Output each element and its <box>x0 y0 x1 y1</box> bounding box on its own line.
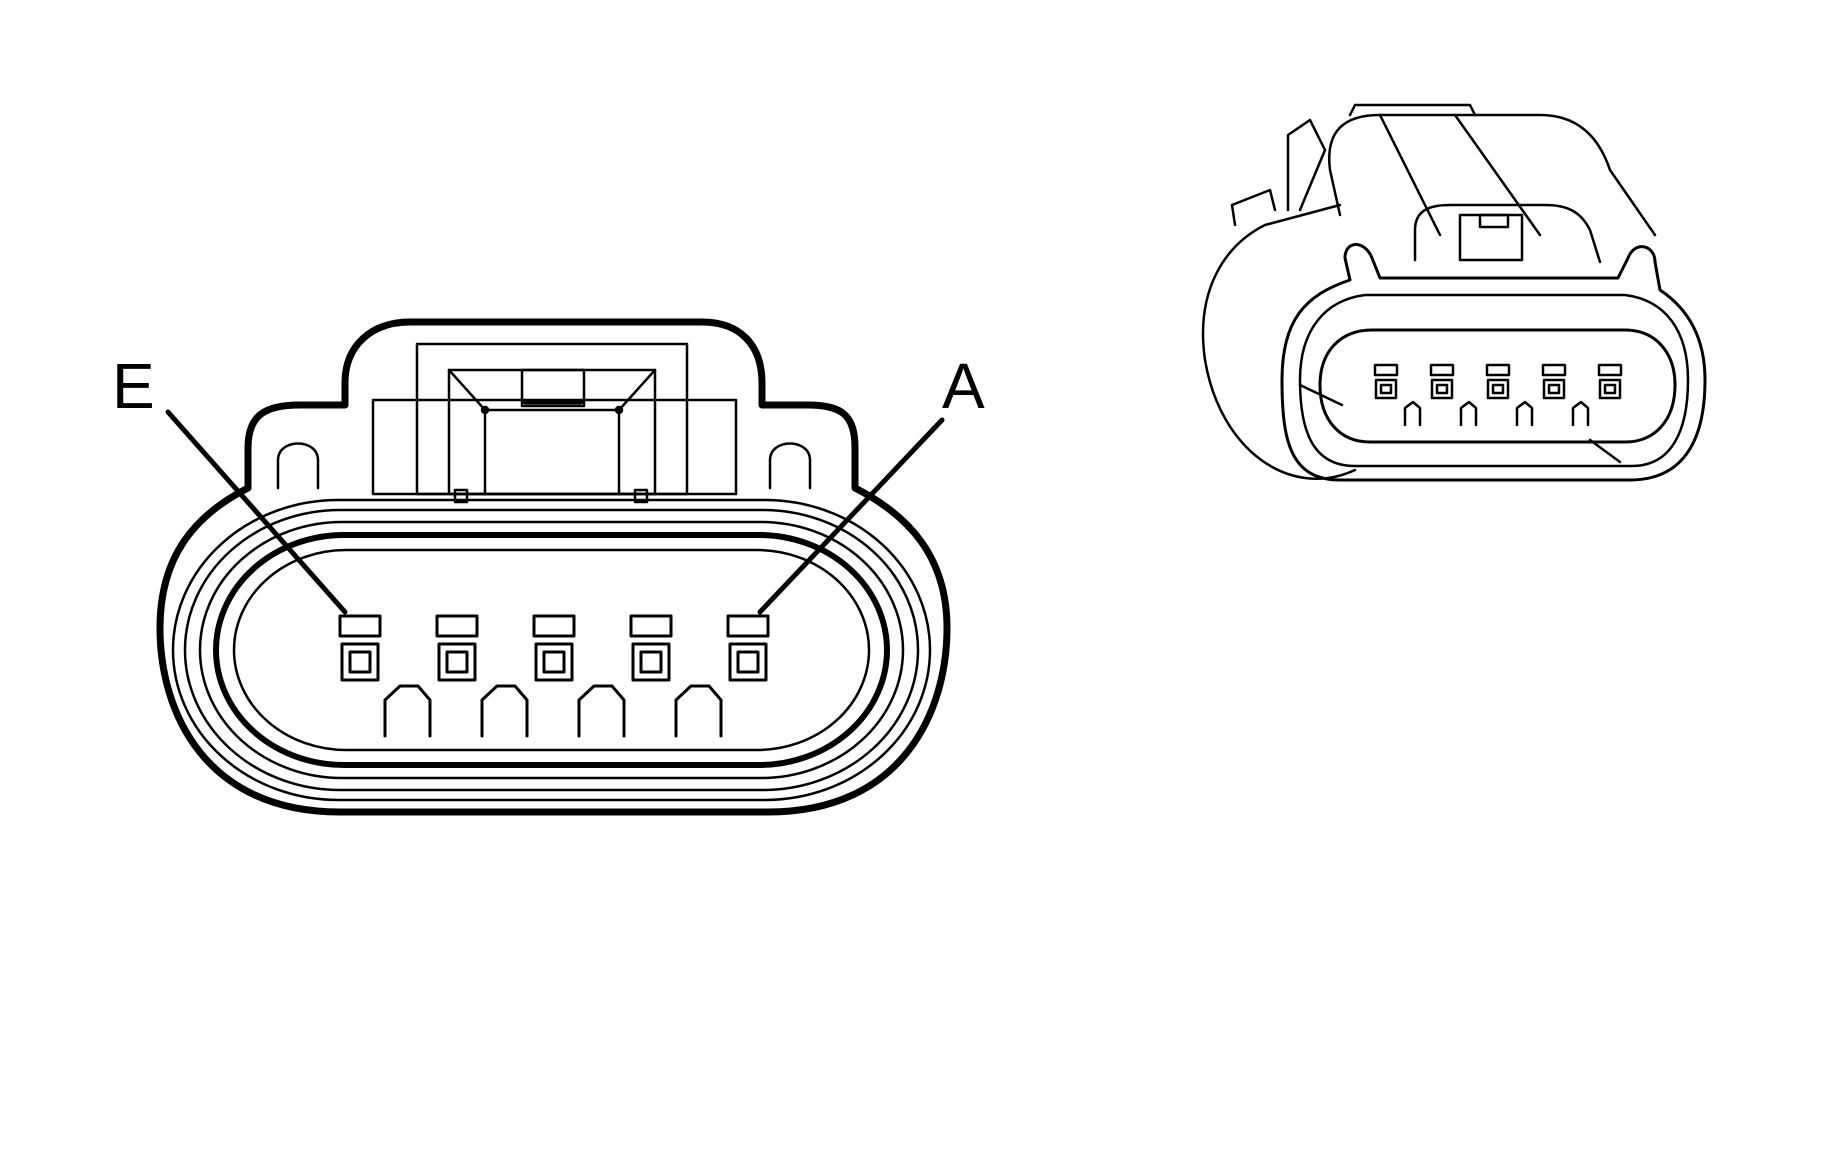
rear-tab <box>1230 188 1277 227</box>
seal-ring-2 <box>183 508 920 792</box>
cavity-e-inner <box>348 650 372 674</box>
pin-label-a: A <box>942 350 985 422</box>
terminal-window-c <box>532 614 576 638</box>
cavity-b-inner <box>639 650 663 674</box>
keying-ribs <box>383 684 723 738</box>
right-ear <box>768 442 812 490</box>
seal-ring-5 <box>232 548 871 752</box>
latch-lock-tab <box>520 368 586 408</box>
cavity-c-inner <box>542 650 566 674</box>
leader-line-e <box>165 409 348 615</box>
front-terminal-opening <box>1318 328 1677 444</box>
key-rib-1 <box>383 684 432 738</box>
terminal-window-b <box>629 614 673 638</box>
latch-right-ramp <box>617 368 657 496</box>
cavity-a-inner <box>736 650 760 674</box>
connector-face-view <box>156 318 951 816</box>
iso-keying-ribs <box>1403 400 1590 427</box>
latch-left-ramp <box>447 368 487 496</box>
key-rib-4 <box>674 684 723 738</box>
left-ear <box>276 442 320 490</box>
terminal-upper-windows <box>338 614 770 638</box>
connector-isometric-view <box>1201 103 1707 482</box>
cavity-a-outer <box>728 642 768 682</box>
front-seal-ring <box>1298 293 1690 468</box>
cavity-b-outer <box>631 642 671 682</box>
cavity-d-outer <box>437 642 477 682</box>
housing-outline <box>156 318 951 816</box>
top-latch-shell <box>1328 113 1657 237</box>
latch-base <box>371 398 738 496</box>
cavity-e-outer <box>340 642 380 682</box>
pin-label-e: E <box>112 350 155 422</box>
rear-top-block <box>1286 118 1327 212</box>
seal-ring-1 <box>171 498 932 802</box>
terminal-window-a <box>726 614 770 638</box>
latch-outer-frame <box>415 342 689 496</box>
iso-terminal-windows <box>1373 363 1623 377</box>
rear-body <box>1201 203 1357 480</box>
latch-lock-body <box>447 368 657 496</box>
terminal-window-d <box>435 614 479 638</box>
front-shell <box>1280 243 1707 482</box>
cavity-d-inner <box>445 650 469 674</box>
latch-window <box>1413 203 1602 264</box>
leader-line-a <box>757 417 945 615</box>
key-rib-3 <box>577 684 626 738</box>
key-rib-2 <box>480 684 529 738</box>
seal-ring-4 <box>213 532 890 768</box>
cavity-c-outer <box>534 642 574 682</box>
latch-button <box>1458 213 1524 262</box>
seal-ring-3 <box>198 520 905 780</box>
terminal-cavities <box>340 642 768 682</box>
terminal-window-e <box>338 614 382 638</box>
iso-terminal-cavities <box>1374 378 1622 400</box>
latch-tower <box>371 342 738 504</box>
